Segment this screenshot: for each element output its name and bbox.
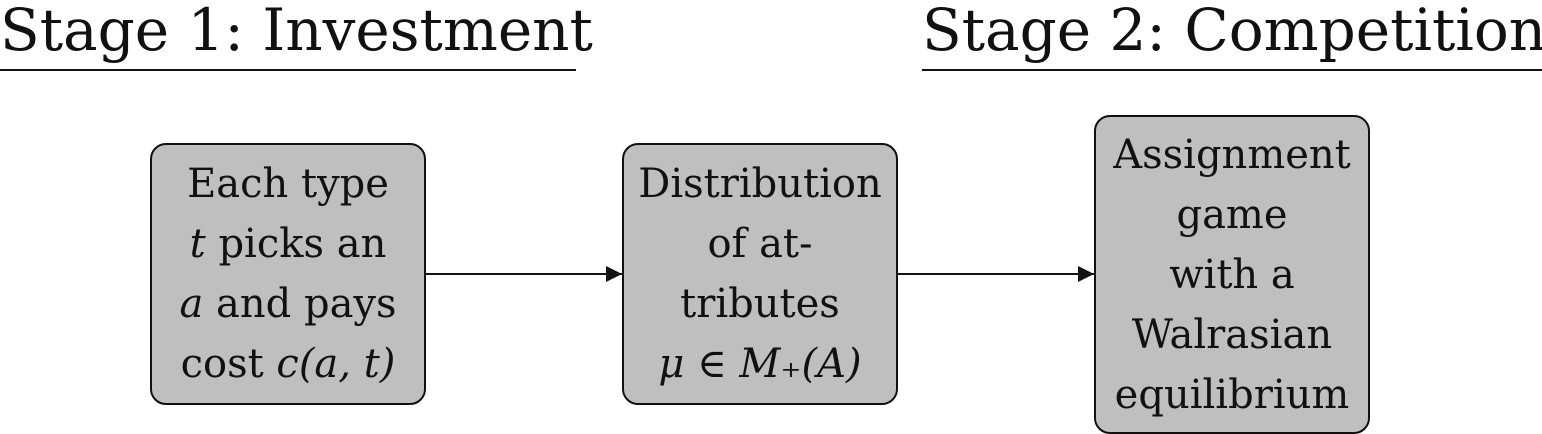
cost-function: c(a, t) — [276, 341, 396, 387]
investment-line-1: Each type — [187, 161, 389, 207]
distribution-line-1: Distribution — [638, 161, 882, 207]
investment-line-3-text: and pays — [203, 281, 397, 327]
investment-line-3: a and pays — [179, 274, 396, 334]
investment-node: Each type t picks an a and pays cost c(a… — [150, 143, 426, 405]
distribution-line-3: tributes — [680, 281, 840, 327]
assignment-line-2: game — [1176, 191, 1288, 238]
assignment-line-1: Assignment — [1113, 131, 1351, 178]
stage-2-title: Stage 2: Competition — [922, 0, 1542, 64]
distribution-measure: μ ∈ M₊(A) — [658, 341, 862, 387]
assignment-line-3: with a — [1169, 251, 1295, 298]
investment-line-2: t picks an — [190, 214, 387, 274]
type-variable: t — [189, 221, 206, 267]
arrowhead-icon — [606, 266, 622, 282]
arrow-distribution-to-assignment — [898, 273, 1094, 275]
assignment-line-5: equilibrium — [1114, 371, 1350, 418]
assignment-line-4: Walrasian — [1131, 311, 1333, 358]
stage-1-underline — [0, 69, 576, 71]
stage-2-underline — [922, 69, 1542, 71]
arrow-investment-to-distribution — [426, 273, 622, 275]
attribute-variable: a — [179, 281, 204, 327]
stage-1-title: Stage 1: Investment — [0, 0, 593, 64]
distribution-node: Distribution of at- tributes μ ∈ M₊(A) — [622, 143, 898, 405]
assignment-node: Assignment game with a Walrasian equilib… — [1094, 115, 1370, 434]
distribution-line-2: of at- — [707, 221, 813, 267]
arrowhead-icon — [1078, 266, 1094, 282]
investment-line-4-text: cost — [180, 341, 277, 387]
investment-line-4: cost c(a, t) — [181, 334, 396, 394]
investment-line-2-text: picks an — [205, 221, 387, 267]
